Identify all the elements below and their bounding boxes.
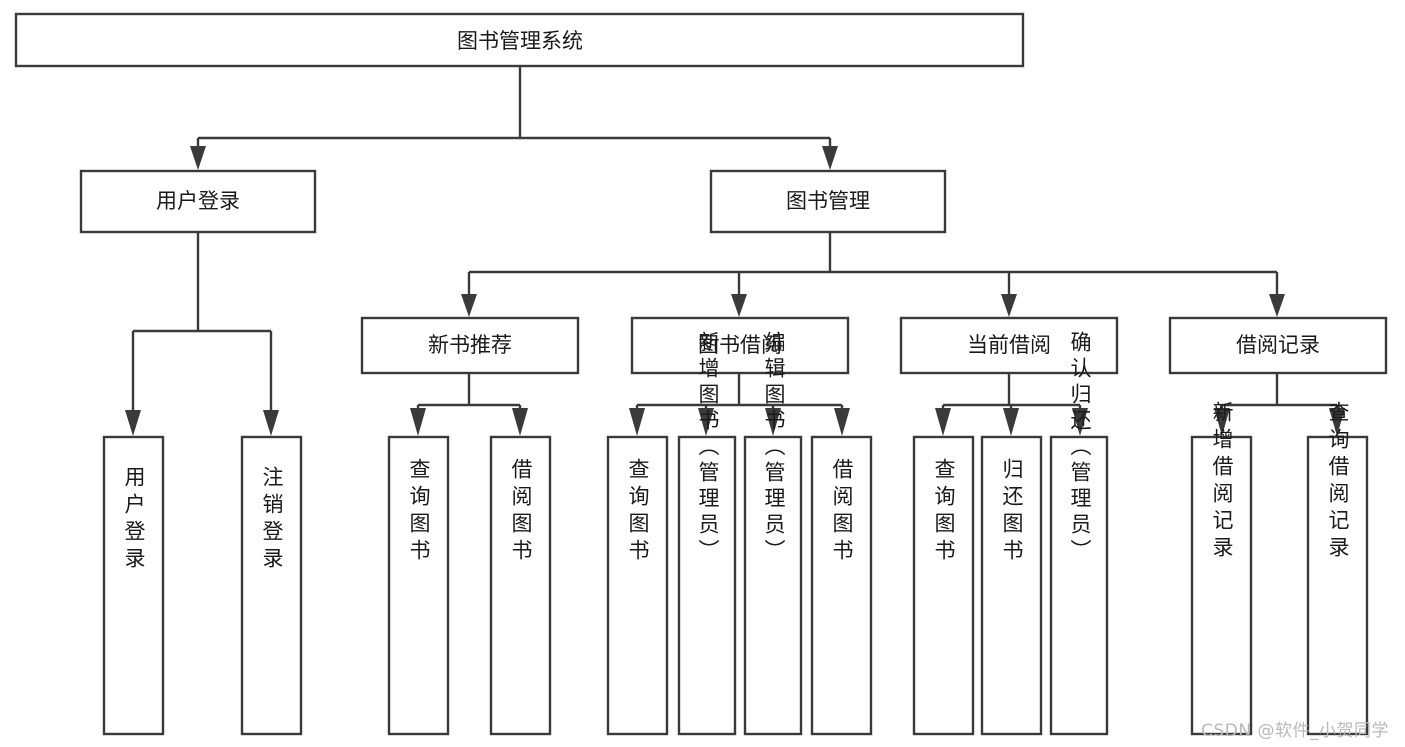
leaf-borrow-book-2-box[interactable] [810, 435, 873, 736]
leaf-borrow-book-1-label: 借阅图书 [509, 458, 533, 566]
node-current-borrow-box[interactable] [899, 316, 1119, 375]
node-root[interactable]: 图书管理系统 [14, 12, 1025, 68]
arrow-head-leaf-edit-book [765, 408, 781, 436]
leaf-query-book-1-label: 查询图书 [407, 458, 431, 566]
arrow-head-book-mgmt [822, 146, 838, 170]
leaf-borrow-book-2[interactable]: 借阅图书 [810, 435, 873, 736]
leaf-add-record-box[interactable] [1190, 435, 1253, 736]
leaf-logout-box[interactable] [240, 435, 303, 736]
leaf-borrow-book-1[interactable]: 借阅图书 [489, 435, 552, 736]
arrow-head-borrow-record [1269, 294, 1285, 317]
arrow-head-user-login [190, 146, 206, 170]
leaf-edit-book-box[interactable] [743, 435, 803, 736]
node-book-management-label: 图书管理 [786, 189, 870, 213]
leaf-add-record-label: 新增借阅记录 [1210, 401, 1234, 563]
leaf-query-record-label: 查询借阅记录 [1326, 401, 1350, 563]
leaf-query-book-1[interactable]: 查询图书 [387, 435, 450, 736]
leaf-edit-book-label: 编辑图书（管理员） [762, 331, 786, 565]
arrow-head-leaf-query-book-3 [935, 408, 951, 436]
node-new-book-recommend-box[interactable] [360, 316, 580, 375]
arrow-head-leaf-user-login [125, 410, 141, 436]
arrow-head-leaf-query-record [1329, 408, 1345, 436]
leaf-query-record-box[interactable] [1306, 435, 1369, 736]
leaf-add-record[interactable]: 新增借阅记录 [1190, 401, 1253, 736]
leaf-user-login[interactable]: 用户登录 [102, 435, 165, 736]
arrow-head-leaf-logout [263, 410, 279, 436]
leaf-query-book-3[interactable]: 查询图书 [912, 435, 975, 736]
arrow-head-leaf-confirm-return [1072, 408, 1088, 436]
node-borrow-record[interactable]: 借阅记录 [1168, 316, 1388, 375]
leaf-query-book-1-box[interactable] [387, 435, 450, 736]
arrow-head-current-borrow [1001, 294, 1017, 317]
leaf-user-login-box[interactable] [102, 435, 165, 736]
arrow-head-book-borrow [731, 294, 747, 317]
node-new-book-recommend-label: 新书推荐 [428, 333, 512, 357]
node-root-label: 图书管理系统 [457, 29, 583, 53]
leaf-return-book-box[interactable] [980, 435, 1043, 736]
connector-layer [125, 66, 1345, 436]
leaf-return-book-label: 归还图书 [1000, 458, 1024, 566]
node-user-login-box[interactable] [79, 169, 317, 234]
arrow-head-leaf-borrow-book-2 [834, 408, 850, 436]
leaf-query-book-2[interactable]: 查询图书 [606, 435, 669, 736]
leaf-query-book-3-label: 查询图书 [932, 458, 956, 566]
node-current-borrow[interactable]: 当前借阅 [899, 316, 1119, 375]
leaf-borrow-book-1-box[interactable] [489, 435, 552, 736]
node-new-book-recommend[interactable]: 新书推荐 [360, 316, 580, 375]
leaf-logout-label: 注销登录 [260, 466, 284, 574]
leaf-logout[interactable]: 注销登录 [240, 435, 303, 736]
leaf-confirm-return-label: 确认归还（管理员） [1068, 331, 1092, 565]
node-user-login[interactable]: 用户登录 [79, 169, 317, 234]
node-current-borrow-label: 当前借阅 [967, 333, 1051, 357]
leaf-add-book-box[interactable] [677, 435, 737, 736]
leaf-edit-book[interactable]: 编辑图书（管理员） [743, 331, 803, 736]
leaf-confirm-return-box[interactable] [1049, 435, 1109, 736]
node-borrow-record-label: 借阅记录 [1236, 333, 1320, 357]
arrow-head-new-book-rec [461, 294, 477, 317]
node-book-management-box[interactable] [709, 169, 947, 234]
leaf-query-book-2-box[interactable] [606, 435, 669, 736]
arrow-head-leaf-borrow-book-1 [512, 408, 528, 436]
leaf-add-book-label: 新增图书（管理员） [696, 331, 720, 565]
node-borrow-record-box[interactable] [1168, 316, 1388, 375]
leaf-user-login-label: 用户登录 [122, 466, 146, 574]
arrow-head-leaf-return-book [1003, 408, 1019, 436]
arrow-head-leaf-query-book-1 [410, 408, 426, 436]
leaf-query-record[interactable]: 查询借阅记录 [1306, 401, 1369, 736]
node-book-management[interactable]: 图书管理 [709, 169, 947, 234]
leaf-query-book-2-label: 查询图书 [626, 458, 650, 566]
node-root-box[interactable] [14, 12, 1025, 68]
leaf-borrow-book-2-label: 借阅图书 [830, 458, 854, 566]
node-book-borrow-label: 图书借阅 [698, 333, 782, 357]
leaf-return-book[interactable]: 归还图书 [980, 435, 1043, 736]
leaf-query-book-3-box[interactable] [912, 435, 975, 736]
arrow-head-leaf-add-record [1214, 408, 1230, 436]
node-book-borrow[interactable]: 图书借阅 [630, 316, 850, 375]
arrow-head-leaf-query-book-2 [629, 408, 645, 436]
node-book-borrow-box[interactable] [630, 316, 850, 375]
leaf-confirm-return[interactable]: 确认归还（管理员） [1049, 331, 1109, 736]
leaf-add-book[interactable]: 新增图书（管理员） [677, 331, 737, 736]
arrow-head-leaf-add-book [698, 408, 714, 436]
node-user-login-label: 用户登录 [156, 189, 240, 213]
